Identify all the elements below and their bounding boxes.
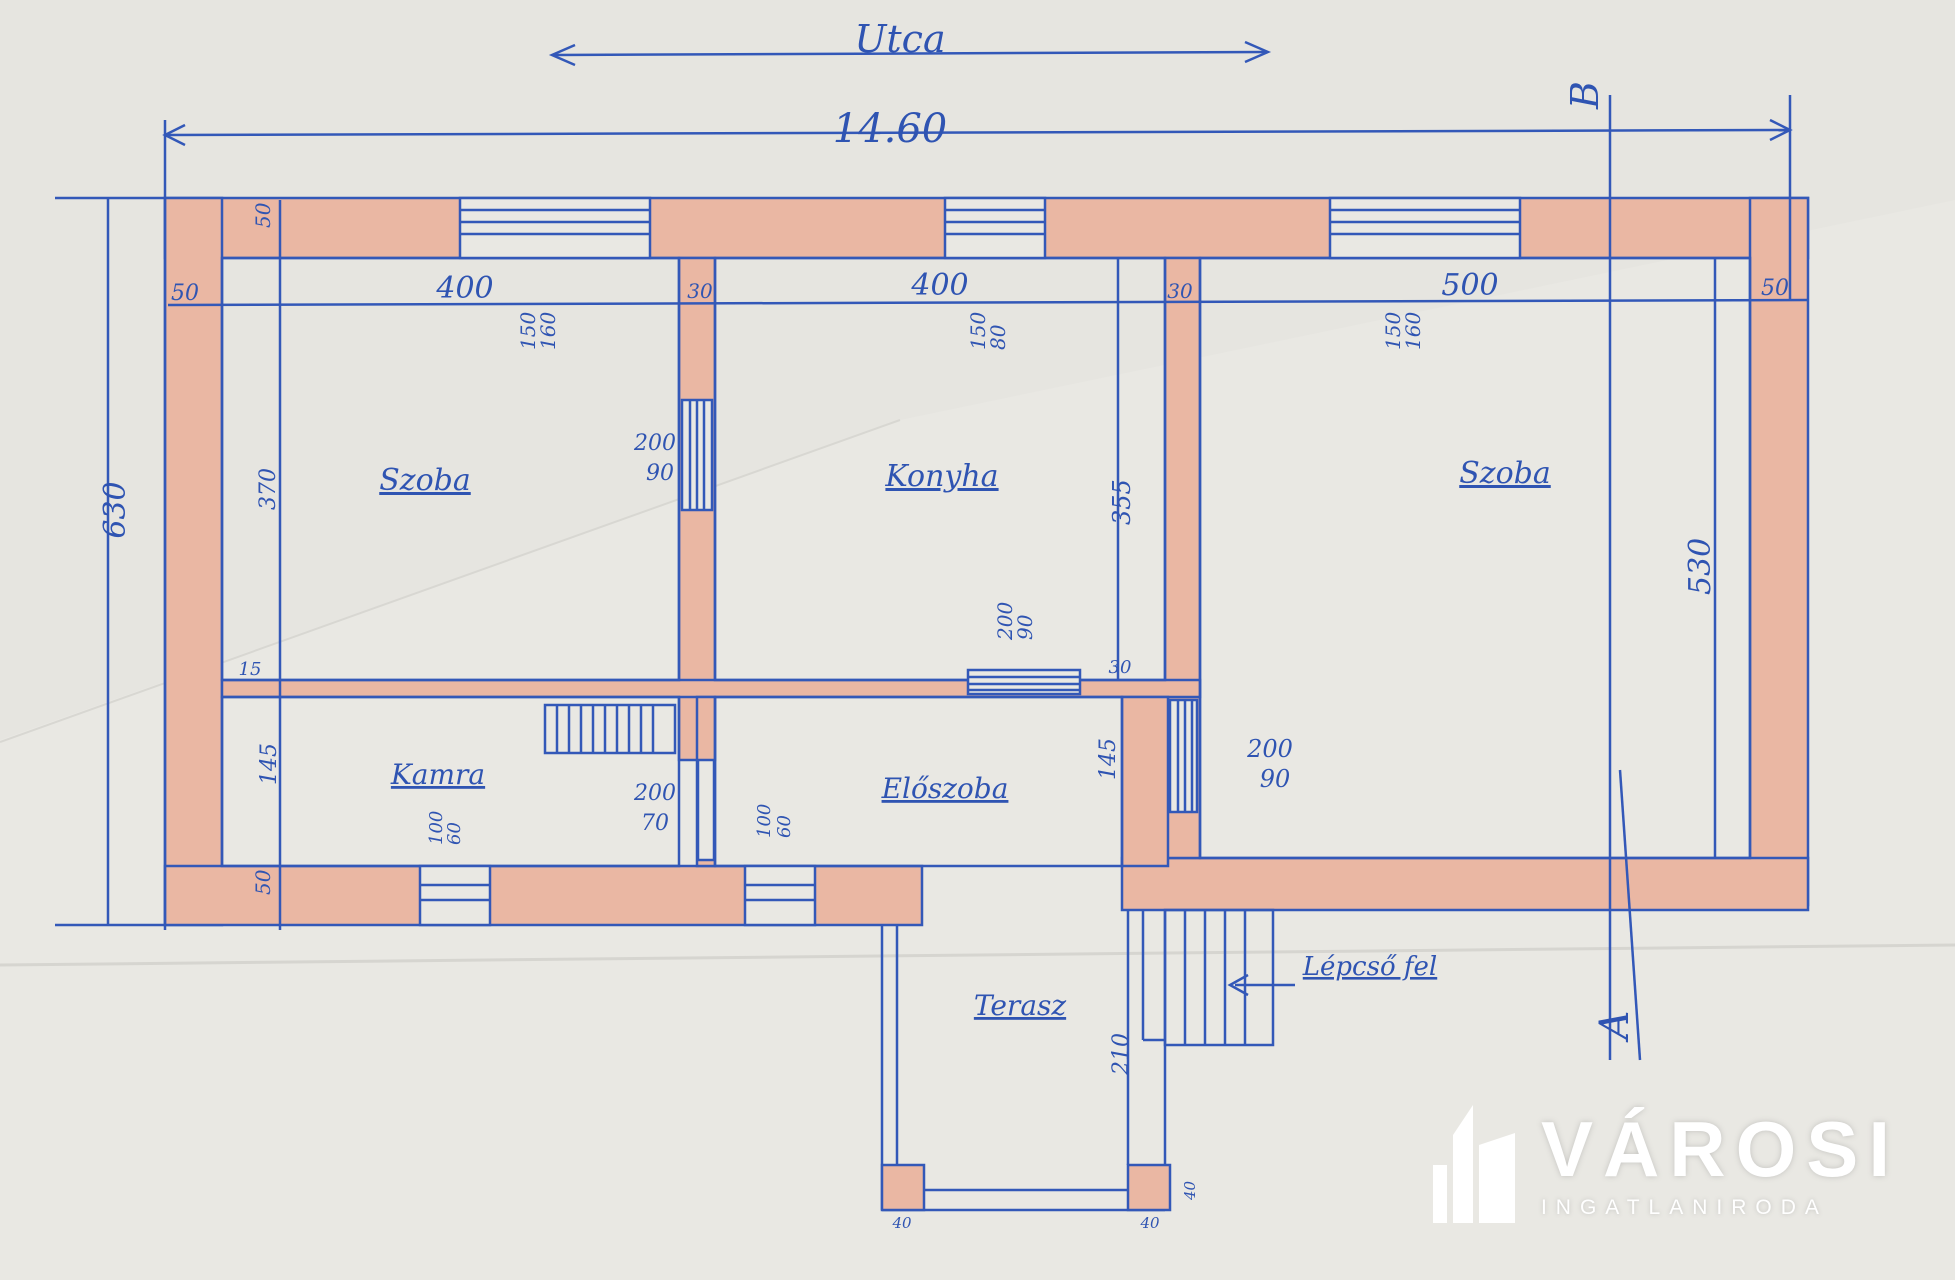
street-arrow-right <box>1244 40 1272 64</box>
door-left-kitchen <box>680 398 714 512</box>
room-kitchen-label: Konyha <box>884 459 998 494</box>
terrace-outline <box>880 910 1172 1212</box>
dim-win-1-top: 150 <box>516 312 540 350</box>
dim-door-4-bot: 70 <box>641 811 669 836</box>
outer-wall-left <box>163 196 224 927</box>
dim-room-w-right: 500 <box>1441 268 1498 303</box>
outer-wall-right <box>1748 196 1810 907</box>
street-arrow-left <box>548 43 576 67</box>
dim-pillar-side: 40 <box>1181 1180 1199 1201</box>
window-top-2 <box>943 196 1047 260</box>
dim-partition-1: 30 <box>687 279 713 303</box>
stairs-arrow-head <box>1227 973 1249 997</box>
dim-door-4-top: 200 <box>633 781 676 806</box>
door-pantry-ante <box>696 758 716 862</box>
stairs-label: Lépcső fel <box>1302 952 1437 982</box>
marker-a-label: A <box>1592 1011 1638 1044</box>
total-depth-label: 630 <box>98 481 133 538</box>
room-left-room-label: Szoba <box>379 463 471 498</box>
street-label: Utca <box>854 17 945 61</box>
doors <box>680 398 1199 862</box>
dim-partition-left: 15 <box>239 659 262 680</box>
stairs-block <box>1163 908 1295 1047</box>
partition-wall-5 <box>1120 695 1170 868</box>
paper-crease <box>0 943 1955 967</box>
street-arrow-line <box>554 50 1266 57</box>
dim-door-1-top: 200 <box>633 431 676 456</box>
watermark-subtitle: INGATLANIRODA <box>1540 1196 1828 1219</box>
dim-pillar-left: 40 <box>891 1214 912 1232</box>
dim-wall-bottom-left: 50 <box>251 869 275 895</box>
dim-win-2-top: 150 <box>966 312 990 350</box>
dim-win-pantry-bot: 60 <box>444 822 465 845</box>
dim-partition-3: 30 <box>1109 657 1132 678</box>
section-line-a <box>1618 769 1642 1061</box>
outer-wall-bottom-right <box>1120 856 1810 912</box>
total-width-label: 14.60 <box>833 106 948 152</box>
window-anteroom <box>743 864 817 927</box>
building-logo-icon <box>1432 1105 1515 1223</box>
marker-b-label: B <box>1563 81 1607 110</box>
dim-left-room-depth: 370 <box>256 468 281 510</box>
watermark-name: VÁROSI <box>1540 1105 1900 1193</box>
terrace-pillar-left <box>880 1163 926 1212</box>
dim-wall-top-left: 50 <box>251 202 275 228</box>
window-top-3 <box>1328 196 1522 260</box>
dim-anteroom-depth: 145 <box>1096 738 1121 780</box>
dimension-lines <box>55 40 1809 1061</box>
dim-total-width <box>164 128 1791 137</box>
terrace-pillar-right <box>1126 1163 1172 1212</box>
pantry-shelves <box>543 703 677 755</box>
dim-win-3-bot: 160 <box>1401 312 1425 350</box>
dim-partition-2: 30 <box>1167 279 1193 303</box>
paper-fold-line <box>0 419 901 743</box>
window-top-1 <box>458 196 652 260</box>
room-terrace-label: Terasz <box>974 989 1067 1022</box>
dim-room-w-mid: 400 <box>910 268 968 303</box>
dim-win-2-bot: 80 <box>986 324 1010 350</box>
outline-kitchen <box>713 256 1167 682</box>
window-pantry <box>418 864 492 927</box>
watermark: VÁROSI INGATLANIRODA <box>1432 1105 1900 1225</box>
outline-left-room <box>220 256 681 682</box>
dim-terrace-depth: 210 <box>1109 1033 1134 1076</box>
dim-door-2-top: 200 <box>993 602 1017 641</box>
dim-kitchen-depth: 355 <box>1108 479 1136 525</box>
dim-wall-right: 50 <box>1761 276 1789 301</box>
dim-door-3-bot: 90 <box>1260 765 1291 793</box>
dim-win-1-bot: 160 <box>536 312 560 350</box>
dim-win-ante-bot: 60 <box>774 815 795 838</box>
room-right-room-label: Szoba <box>1459 456 1551 491</box>
dim-room-widths <box>167 298 1809 307</box>
dim-pantry-depth: 145 <box>257 743 282 785</box>
dim-win-ante-top: 100 <box>754 804 775 838</box>
dim-win-3-top: 150 <box>1381 312 1405 350</box>
dim-win-pantry-top: 100 <box>426 811 447 845</box>
paper-fold-shade <box>0 0 1955 740</box>
dim-wall-left: 50 <box>171 281 199 306</box>
dim-door-2-bot: 90 <box>1013 614 1037 640</box>
door-ante-right <box>1168 698 1199 814</box>
dim-door-1-bot: 90 <box>646 461 674 486</box>
room-pantry-label: Kamra <box>390 758 485 791</box>
dim-pillar-right: 40 <box>1139 1214 1160 1232</box>
room-anteroom-label: Előszoba <box>881 772 1009 805</box>
windows <box>418 196 1522 927</box>
dim-door-3-top: 200 <box>1246 735 1293 763</box>
door-kitchen-ante <box>966 668 1082 696</box>
watermark-text: VÁROSI INGATLANIRODA <box>1541 1110 1900 1220</box>
dim-room-w-left: 400 <box>435 271 493 306</box>
dim-right-room-depth: 530 <box>1683 538 1718 595</box>
plan-labels: Utca 14.60 630 B A Szoba Konyha Szoba Ka… <box>98 17 1789 1232</box>
